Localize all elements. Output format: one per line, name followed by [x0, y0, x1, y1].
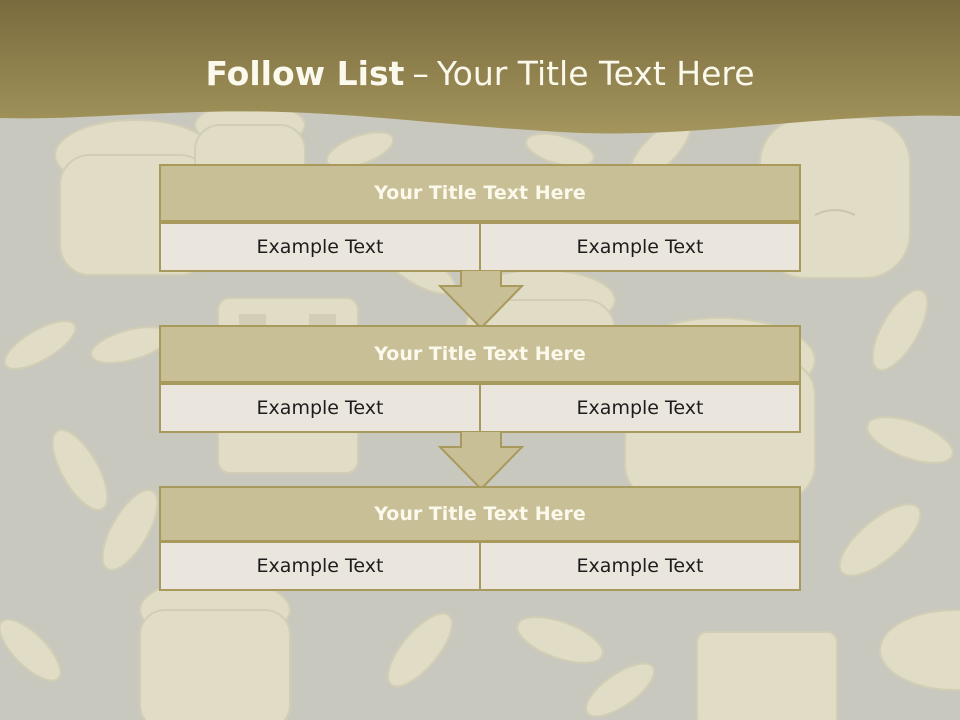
mask-icon	[696, 631, 838, 720]
leaf-icon	[101, 489, 159, 571]
leaf-icon	[866, 416, 954, 464]
leaf-icon	[838, 503, 922, 577]
leaf-icon	[51, 429, 109, 511]
block-cell-right: Example Text	[479, 222, 801, 272]
block-cell-right: Example Text	[479, 383, 801, 433]
drum-icon	[879, 609, 960, 691]
title-strong: Follow List	[205, 54, 405, 93]
block-cell-left: Example Text	[159, 541, 481, 591]
list-block-3: Your Title Text Here Example Text Exampl…	[159, 486, 801, 592]
leaf-icon	[0, 618, 62, 682]
down-arrow-icon	[438, 270, 524, 330]
block-title: Your Title Text Here	[159, 486, 801, 542]
list-block-2: Your Title Text Here Example Text Exampl…	[159, 325, 801, 433]
leaf-icon	[325, 131, 395, 169]
drum-icon	[139, 577, 291, 720]
leaf-icon	[516, 616, 604, 664]
title-separator: –	[412, 54, 429, 93]
block-cell-right: Example Text	[479, 541, 801, 591]
leaf-icon	[871, 289, 929, 371]
header-band	[0, 0, 960, 134]
leaf-icon	[3, 320, 77, 370]
leaf-icon	[524, 132, 596, 168]
leaf-icon	[584, 662, 656, 718]
block-cell-left: Example Text	[159, 383, 481, 433]
leaf-icon	[386, 612, 454, 688]
title-rest: Your Title Text Here	[436, 54, 755, 93]
block-title: Your Title Text Here	[159, 325, 801, 383]
block-cell-left: Example Text	[159, 222, 481, 272]
list-block-1: Your Title Text Here Example Text Exampl…	[159, 164, 801, 272]
down-arrow-icon	[438, 431, 524, 491]
slide-title: Follow List–Your Title Text Here	[0, 54, 960, 93]
block-title: Your Title Text Here	[159, 164, 801, 222]
